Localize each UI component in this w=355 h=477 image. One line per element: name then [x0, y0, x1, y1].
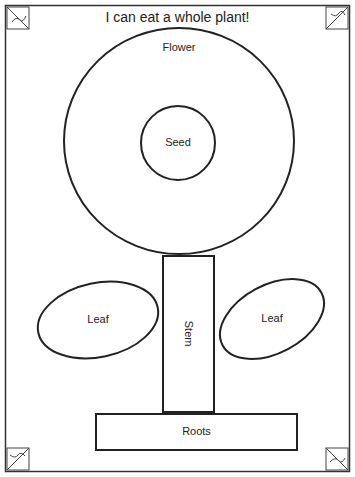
flower-circle: FlowerSeed — [63, 27, 295, 255]
seed-circle: Seed — [140, 105, 216, 181]
leaf-ellipse: Leaf — [36, 282, 160, 358]
stem-rect-path — [163, 256, 214, 412]
part-label: Flower — [162, 41, 195, 54]
seed-circle-path — [141, 106, 215, 180]
part-label: Leaf — [261, 312, 282, 325]
part-label: Seed — [165, 136, 191, 149]
flower-circle-path — [64, 28, 294, 254]
part-label: Roots — [182, 425, 211, 438]
roots-rect: Roots — [95, 413, 298, 451]
roots-rect-path — [96, 414, 297, 450]
page-title: I can eat a whole plant! — [0, 9, 355, 25]
leaf-ellipse: Leaf — [218, 270, 326, 368]
stem-rect: Stem — [162, 255, 215, 413]
leaf-ellipse-path — [31, 271, 166, 369]
part-label: Stem — [182, 321, 195, 347]
leaf-ellipse-path — [207, 263, 338, 376]
part-label: Leaf — [87, 313, 108, 326]
